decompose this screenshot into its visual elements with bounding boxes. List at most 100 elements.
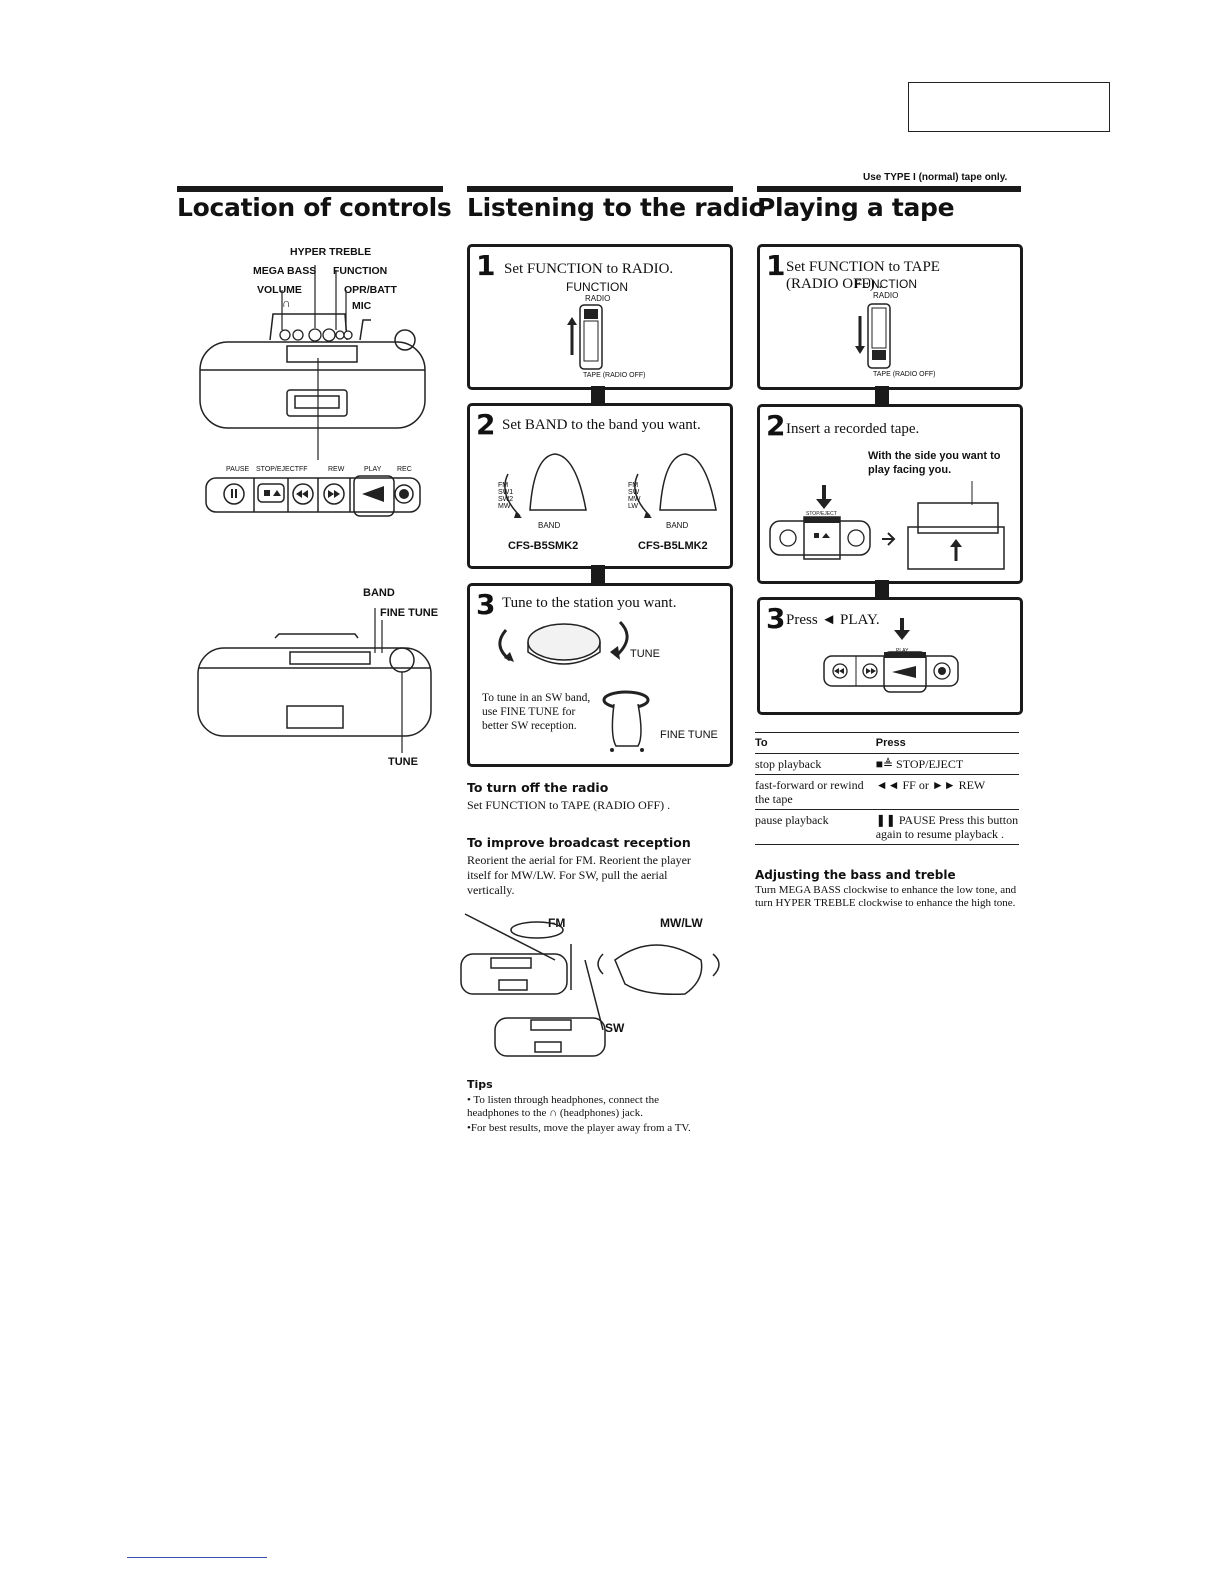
aerial-orientation-illustration xyxy=(460,913,720,1057)
step-number: 3 xyxy=(766,602,786,635)
tune-dial-illustration xyxy=(498,620,629,665)
button-label-ff: FF xyxy=(299,466,308,473)
label-hyper-treble: HYPER TREBLE xyxy=(290,246,372,258)
step-number: 2 xyxy=(476,408,496,441)
table-row: pause playback ❚❚ PAUSE Press this butto… xyxy=(755,810,1019,845)
radio-step-1: 1 Set FUNCTION to RADIO. FUNCTION RADIO … xyxy=(467,244,733,390)
radio-label: RADIO xyxy=(873,291,899,300)
controls-title: Location of controls xyxy=(177,193,452,222)
function-switch-tape xyxy=(855,303,891,369)
band-fm: FM xyxy=(628,482,639,489)
tape-title: Playing a tape xyxy=(757,193,955,222)
function-label: FUNCTION xyxy=(855,277,917,291)
control-buttons-illustration xyxy=(205,475,421,517)
band-mw: MW xyxy=(628,496,641,503)
step-connector xyxy=(875,386,889,404)
sw-label: SW xyxy=(605,1021,625,1035)
button-label-stop: STOP/EJECT xyxy=(256,466,300,473)
label-volume: VOLUME xyxy=(257,284,302,296)
table-header-row: To Press xyxy=(755,732,1019,754)
tape-side-note: With the side you want to play facing yo… xyxy=(868,450,1001,476)
player-side-illustration xyxy=(197,608,432,753)
step-connector xyxy=(591,386,605,404)
reception-heading: To improve broadcast reception xyxy=(467,835,691,850)
step-number: 3 xyxy=(476,588,496,621)
step-connector xyxy=(875,580,889,598)
label-opr-batt: OPR/BATT xyxy=(344,284,397,296)
button-label-pause: PAUSE xyxy=(226,466,250,473)
stop-eject-label: STOP/EJECT xyxy=(806,511,837,517)
fine-tune-label: FINE TUNE xyxy=(660,729,718,741)
model-a: CFS-B5SMK2 xyxy=(508,540,579,552)
band-knob-b xyxy=(634,453,717,518)
tape-radio-off-label: TAPE (RADIO OFF) xyxy=(873,371,936,378)
band-lw: LW xyxy=(628,503,638,510)
tape-radio-off-label: TAPE (RADIO OFF) xyxy=(583,372,646,379)
tape-note: Use TYPE I (normal) tape only. xyxy=(863,172,1008,183)
label-band: BAND xyxy=(363,587,395,599)
band-sw2: SW2 xyxy=(498,496,514,503)
footer-rule xyxy=(127,1557,267,1558)
radio-step-3: 3 Tune to the station you want. TUNE To … xyxy=(467,583,733,767)
band-knob-a xyxy=(504,453,587,518)
fine-tune-knob-illustration xyxy=(602,690,650,752)
tape-step-1: 1 Set FUNCTION to TAPE (RADIO OFF) . FUN… xyxy=(757,244,1023,390)
radio-title: Listening to the radio xyxy=(467,193,766,222)
step-number: 1 xyxy=(766,249,786,282)
mwlw-label: MW/LW xyxy=(660,916,703,930)
button-label-rec: REC xyxy=(397,466,412,473)
label-mic: MIC xyxy=(352,300,372,312)
band-sw: SW xyxy=(628,489,640,496)
adjust-heading: Adjusting the bass and treble xyxy=(755,868,956,882)
table-cell: ❚❚ PAUSE Press this button again to resu… xyxy=(875,813,1019,841)
table-cell: pause playback xyxy=(755,813,829,827)
band-sw1: SW1 xyxy=(498,489,514,496)
band-mw: MW xyxy=(498,503,511,510)
label-mega-bass: MEGA BASS xyxy=(253,265,317,277)
play-button-illustration xyxy=(823,618,959,693)
model-b: CFS-B5LMK2 xyxy=(638,540,708,552)
button-label-play: PLAY xyxy=(364,466,382,473)
column-rule xyxy=(177,186,443,192)
table-row: stop playback ■≜ STOP/EJECT xyxy=(755,754,1019,775)
column-rule xyxy=(757,186,1021,192)
radio-step-2: 2 Set BAND to the band you want. FM SW1 … xyxy=(467,403,733,569)
table-header-press: Press xyxy=(875,737,906,749)
label-tune: TUNE xyxy=(388,756,418,768)
table-cell: fast-forward or rewind the tape xyxy=(755,778,864,806)
table-row: fast-forward or rewind the tape ◄◄ FF or… xyxy=(755,775,1019,810)
table-header-to: To xyxy=(755,737,768,749)
column-rule xyxy=(467,186,733,192)
function-switch-radio xyxy=(567,304,603,370)
band-list-b: FM SW MW LW xyxy=(628,482,640,510)
label-function: FUNCTION xyxy=(333,265,388,277)
step-connector xyxy=(591,565,605,583)
button-label-rew: REW xyxy=(328,466,345,473)
step-text: Press ◄ PLAY. xyxy=(786,612,880,628)
eject-illustration xyxy=(769,481,1005,570)
function-label: FUNCTION xyxy=(566,280,628,294)
tape-step-2: 2 Insert a recorded tape. With the side … xyxy=(757,404,1023,584)
band-label-a: BAND xyxy=(538,521,561,530)
step-number: 2 xyxy=(766,409,786,442)
table-cell: stop playback xyxy=(755,757,822,771)
turn-off-heading: To turn off the radio xyxy=(467,780,609,795)
band-fm: FM xyxy=(498,482,509,489)
label-fine-tune: FINE TUNE xyxy=(380,607,439,619)
fine-tune-note: To tune in an SW band, use FINE TUNE for… xyxy=(482,692,591,732)
tip-2: •For best results, move the player away … xyxy=(467,1122,691,1134)
player-front-illustration xyxy=(199,265,426,460)
step-text: Set FUNCTION to TAPE (RADIO OFF) . xyxy=(786,259,940,292)
step-number: 1 xyxy=(476,249,496,282)
radio-label: RADIO xyxy=(585,294,611,303)
tips-heading: Tips xyxy=(467,1078,493,1091)
step-text: Set BAND to the band you want. xyxy=(502,417,701,433)
step-text: Set FUNCTION to RADIO. xyxy=(504,261,674,277)
corner-box xyxy=(908,82,1110,132)
table-cell: ◄◄ FF or ►► REW xyxy=(875,778,986,792)
tune-label: TUNE xyxy=(630,648,660,660)
step-text: Insert a recorded tape. xyxy=(786,421,920,437)
band-label-b: BAND xyxy=(666,521,689,530)
reception-text: Reorient the aerial for FM. Reorient the… xyxy=(467,853,691,897)
band-list-a: FM SW1 SW2 MW xyxy=(498,482,513,510)
